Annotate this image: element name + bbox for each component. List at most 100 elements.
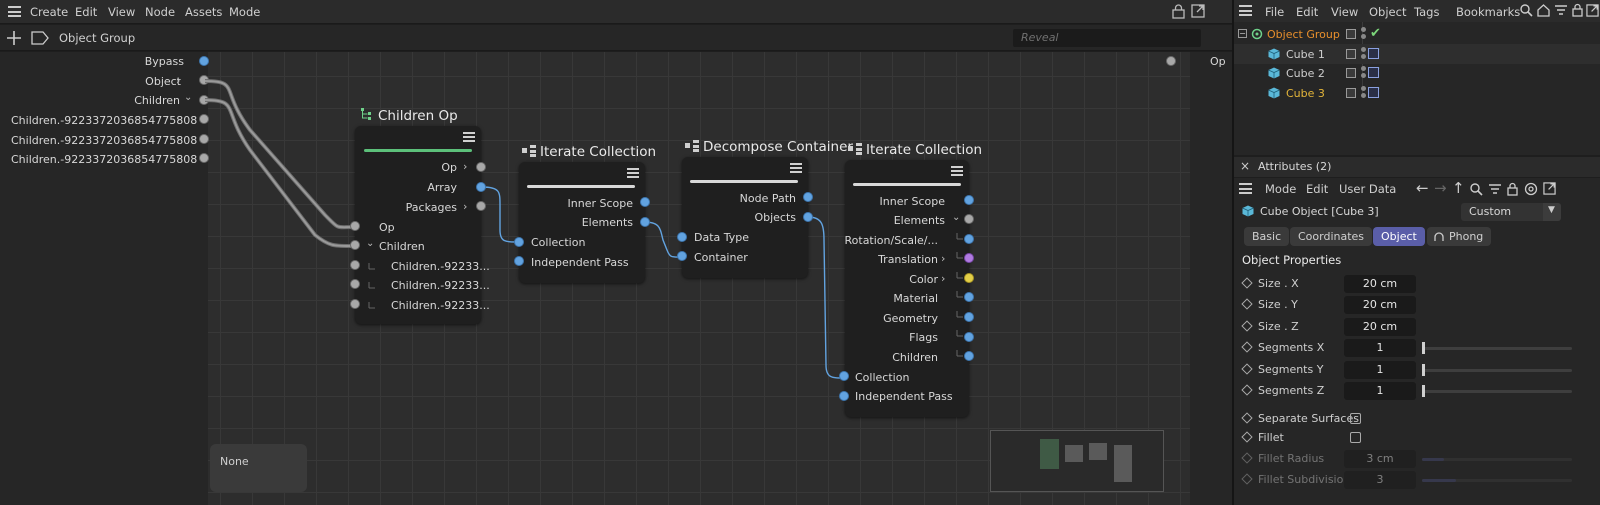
segments-x-field[interactable]: 1 (1344, 339, 1416, 357)
up-arrow-icon[interactable]: ↑ (1452, 179, 1465, 197)
tag-shape-icon[interactable] (31, 31, 49, 45)
chevron-right-icon[interactable]: › (176, 133, 181, 146)
iterate-collection-node-2[interactable]: Inner Scope Elements ⌄ Rotation/Scale/..… (845, 160, 969, 417)
iterate2-color-port[interactable] (964, 273, 974, 283)
tab-coordinates[interactable]: Coordinates (1290, 227, 1373, 246)
children-op-children-3-in-port[interactable] (350, 299, 360, 309)
object-name[interactable]: Cube 2 (1286, 67, 1325, 80)
children-2-port[interactable] (199, 134, 209, 144)
children-op-op-out-port[interactable] (476, 162, 486, 172)
reveal-search-input[interactable]: Reveal (1013, 29, 1201, 47)
prop-size-x[interactable]: Size . X 20 cm (1234, 274, 1600, 294)
menu-assets[interactable]: Assets (185, 5, 223, 19)
iterate2-rotation-port[interactable] (964, 234, 974, 244)
keyframe-diamond-icon[interactable] (1241, 384, 1253, 396)
visibility-dots-icon[interactable] (1361, 66, 1367, 80)
iterate-collection-node-1[interactable]: Inner Scope Elements Collection Independ… (519, 162, 645, 283)
target-icon[interactable] (1524, 182, 1538, 196)
prop-separate-surfaces[interactable]: Separate Surfaces (1234, 409, 1600, 429)
keyframe-diamond-icon[interactable] (1241, 341, 1253, 353)
menu-mode[interactable]: Mode (1265, 182, 1297, 196)
chevron-right-icon[interactable]: › (176, 152, 181, 165)
dropdown-arrow-icon[interactable]: ▼ (1548, 205, 1555, 215)
object-row-cube-3[interactable]: Cube 3 ✔ (1234, 83, 1600, 103)
layer-icon[interactable] (1346, 49, 1356, 59)
tab-phong[interactable]: Phong (1427, 227, 1492, 246)
tab-object[interactable]: Object (1373, 227, 1425, 246)
menu-mode[interactable]: Mode (229, 5, 261, 19)
object-row-group[interactable]: − Object Group ✔ (1234, 24, 1600, 44)
iterate1-title[interactable]: Iterate Collection (522, 144, 656, 160)
keyframe-diamond-icon[interactable] (1241, 363, 1253, 375)
iterate2-translation-port[interactable] (964, 253, 974, 263)
iterate2-geometry-port[interactable] (964, 312, 974, 322)
lock-icon[interactable] (1572, 3, 1583, 17)
menu-view[interactable]: View (108, 5, 136, 19)
iterate1-elements-port[interactable] (640, 217, 650, 227)
decompose-data-type-port[interactable] (677, 232, 687, 242)
lock-icon[interactable] (1172, 4, 1185, 19)
back-arrow-icon[interactable]: ← (1416, 179, 1429, 197)
children-3-port[interactable] (199, 153, 209, 163)
object-name[interactable]: Cube 3 (1286, 87, 1325, 100)
layer-icon[interactable] (1346, 88, 1356, 98)
collapse-toggle-icon[interactable]: − (1238, 29, 1247, 38)
keyframe-diamond-icon[interactable] (1241, 412, 1253, 424)
graph-minimap[interactable] (990, 430, 1164, 492)
prop-segments-x[interactable]: Segments X 1 (1234, 338, 1600, 358)
iterate2-flags-port[interactable] (964, 332, 974, 342)
hamburger-menu-icon[interactable] (1239, 5, 1252, 16)
node-menu-icon[interactable] (463, 132, 475, 144)
iterate2-collection-port[interactable] (839, 371, 849, 381)
hamburger-menu-icon[interactable] (1239, 183, 1252, 194)
filter-icon[interactable] (1488, 183, 1502, 196)
node-menu-icon[interactable] (790, 163, 802, 175)
menu-edit[interactable]: Edit (75, 5, 98, 19)
breadcrumb[interactable]: Object Group (59, 31, 136, 45)
search-icon[interactable] (1520, 4, 1533, 17)
iterate2-inner-scope-port[interactable] (964, 195, 974, 205)
menu-edit[interactable]: Edit (1296, 5, 1319, 19)
chevron-right-icon[interactable]: › (941, 272, 946, 285)
menu-file[interactable]: File (1265, 5, 1285, 19)
prop-size-z[interactable]: Size . Z 20 cm (1234, 317, 1600, 337)
object-row-cube-2[interactable]: Cube 2 ✔ (1234, 63, 1600, 83)
bypass-port[interactable] (199, 56, 209, 66)
keyframe-diamond-icon[interactable] (1241, 320, 1253, 332)
children-op-array-out-port[interactable] (476, 182, 486, 192)
segments-x-slider[interactable] (1422, 342, 1572, 354)
iterate2-elements-port[interactable] (964, 214, 974, 224)
size-x-field[interactable]: 20 cm (1344, 275, 1416, 293)
tag-icon[interactable] (1368, 48, 1379, 59)
home-icon[interactable] (1537, 4, 1550, 17)
object-name[interactable]: Cube 1 (1286, 48, 1325, 61)
decompose-container-port[interactable] (677, 251, 687, 261)
enabled-check-icon[interactable]: ✔ (1370, 26, 1381, 41)
menu-edit[interactable]: Edit (1306, 182, 1329, 196)
iterate2-title[interactable]: Iterate Collection (848, 142, 982, 158)
chevron-down-icon[interactable]: ⌄ (366, 238, 375, 249)
preset-dropdown[interactable]: Custom ▼ (1461, 203, 1561, 221)
children-op-children-2-in-port[interactable] (350, 279, 360, 289)
visibility-dots-icon[interactable] (1361, 47, 1367, 61)
separate-surfaces-checkbox[interactable] (1350, 413, 1361, 424)
tag-icon[interactable] (1368, 67, 1379, 78)
iterate1-inner-scope-port[interactable] (640, 197, 650, 207)
children-1-port[interactable] (199, 114, 209, 124)
tag-icon[interactable] (1368, 87, 1379, 98)
children-op-children-1-in-port[interactable] (350, 260, 360, 270)
children-op-op-in-port[interactable] (350, 221, 360, 231)
lock-icon[interactable] (1507, 182, 1518, 196)
decompose-container-node[interactable]: Node Path Objects Data Type Container (682, 157, 808, 278)
segments-z-field[interactable]: 1 (1344, 382, 1416, 400)
object-name[interactable]: Object Group (1267, 28, 1340, 41)
layer-icon[interactable] (1346, 29, 1356, 39)
keyframe-diamond-icon[interactable] (1241, 277, 1253, 289)
prop-size-y[interactable]: Size . Y 20 cm (1234, 295, 1600, 315)
detach-window-icon[interactable] (1191, 4, 1205, 18)
prop-fillet[interactable]: Fillet (1234, 428, 1600, 448)
prop-segments-z[interactable]: Segments Z 1 (1234, 381, 1600, 401)
keyframe-diamond-icon[interactable] (1241, 431, 1253, 443)
detach-window-icon[interactable] (1586, 4, 1599, 17)
chevron-right-icon[interactable]: › (176, 113, 181, 126)
